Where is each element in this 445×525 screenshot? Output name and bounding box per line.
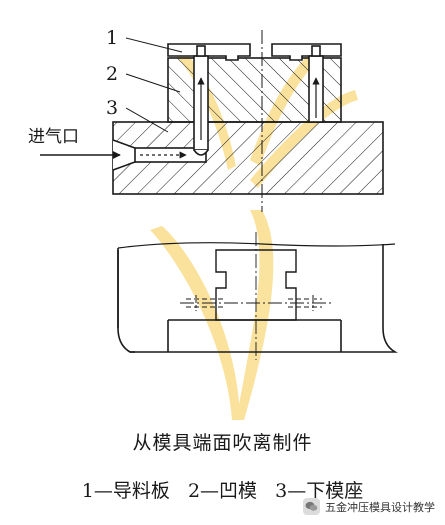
callout-3: 3 (106, 97, 118, 119)
callout-2: 2 (106, 63, 118, 85)
section-view (40, 30, 384, 212)
watermark-text: 五金冲压模具设计教学 (325, 500, 435, 514)
watermark: 五金冲压模具设计教学 (303, 498, 435, 515)
wechat-icon (303, 498, 320, 515)
plan-view (117, 232, 398, 360)
leader-3 (125, 107, 169, 133)
guide-plate-left (167, 43, 251, 61)
callout-1: 1 (106, 27, 118, 49)
caption-legend: 1—导料板 2—凹模 3—下模座 (81, 480, 364, 502)
caption-title: 从模具端面吹离制件 (132, 432, 313, 454)
inlet-label: 进气口 (28, 127, 79, 147)
leader-2 (125, 73, 181, 93)
die-opening (215, 249, 297, 321)
leader-1 (125, 37, 183, 53)
